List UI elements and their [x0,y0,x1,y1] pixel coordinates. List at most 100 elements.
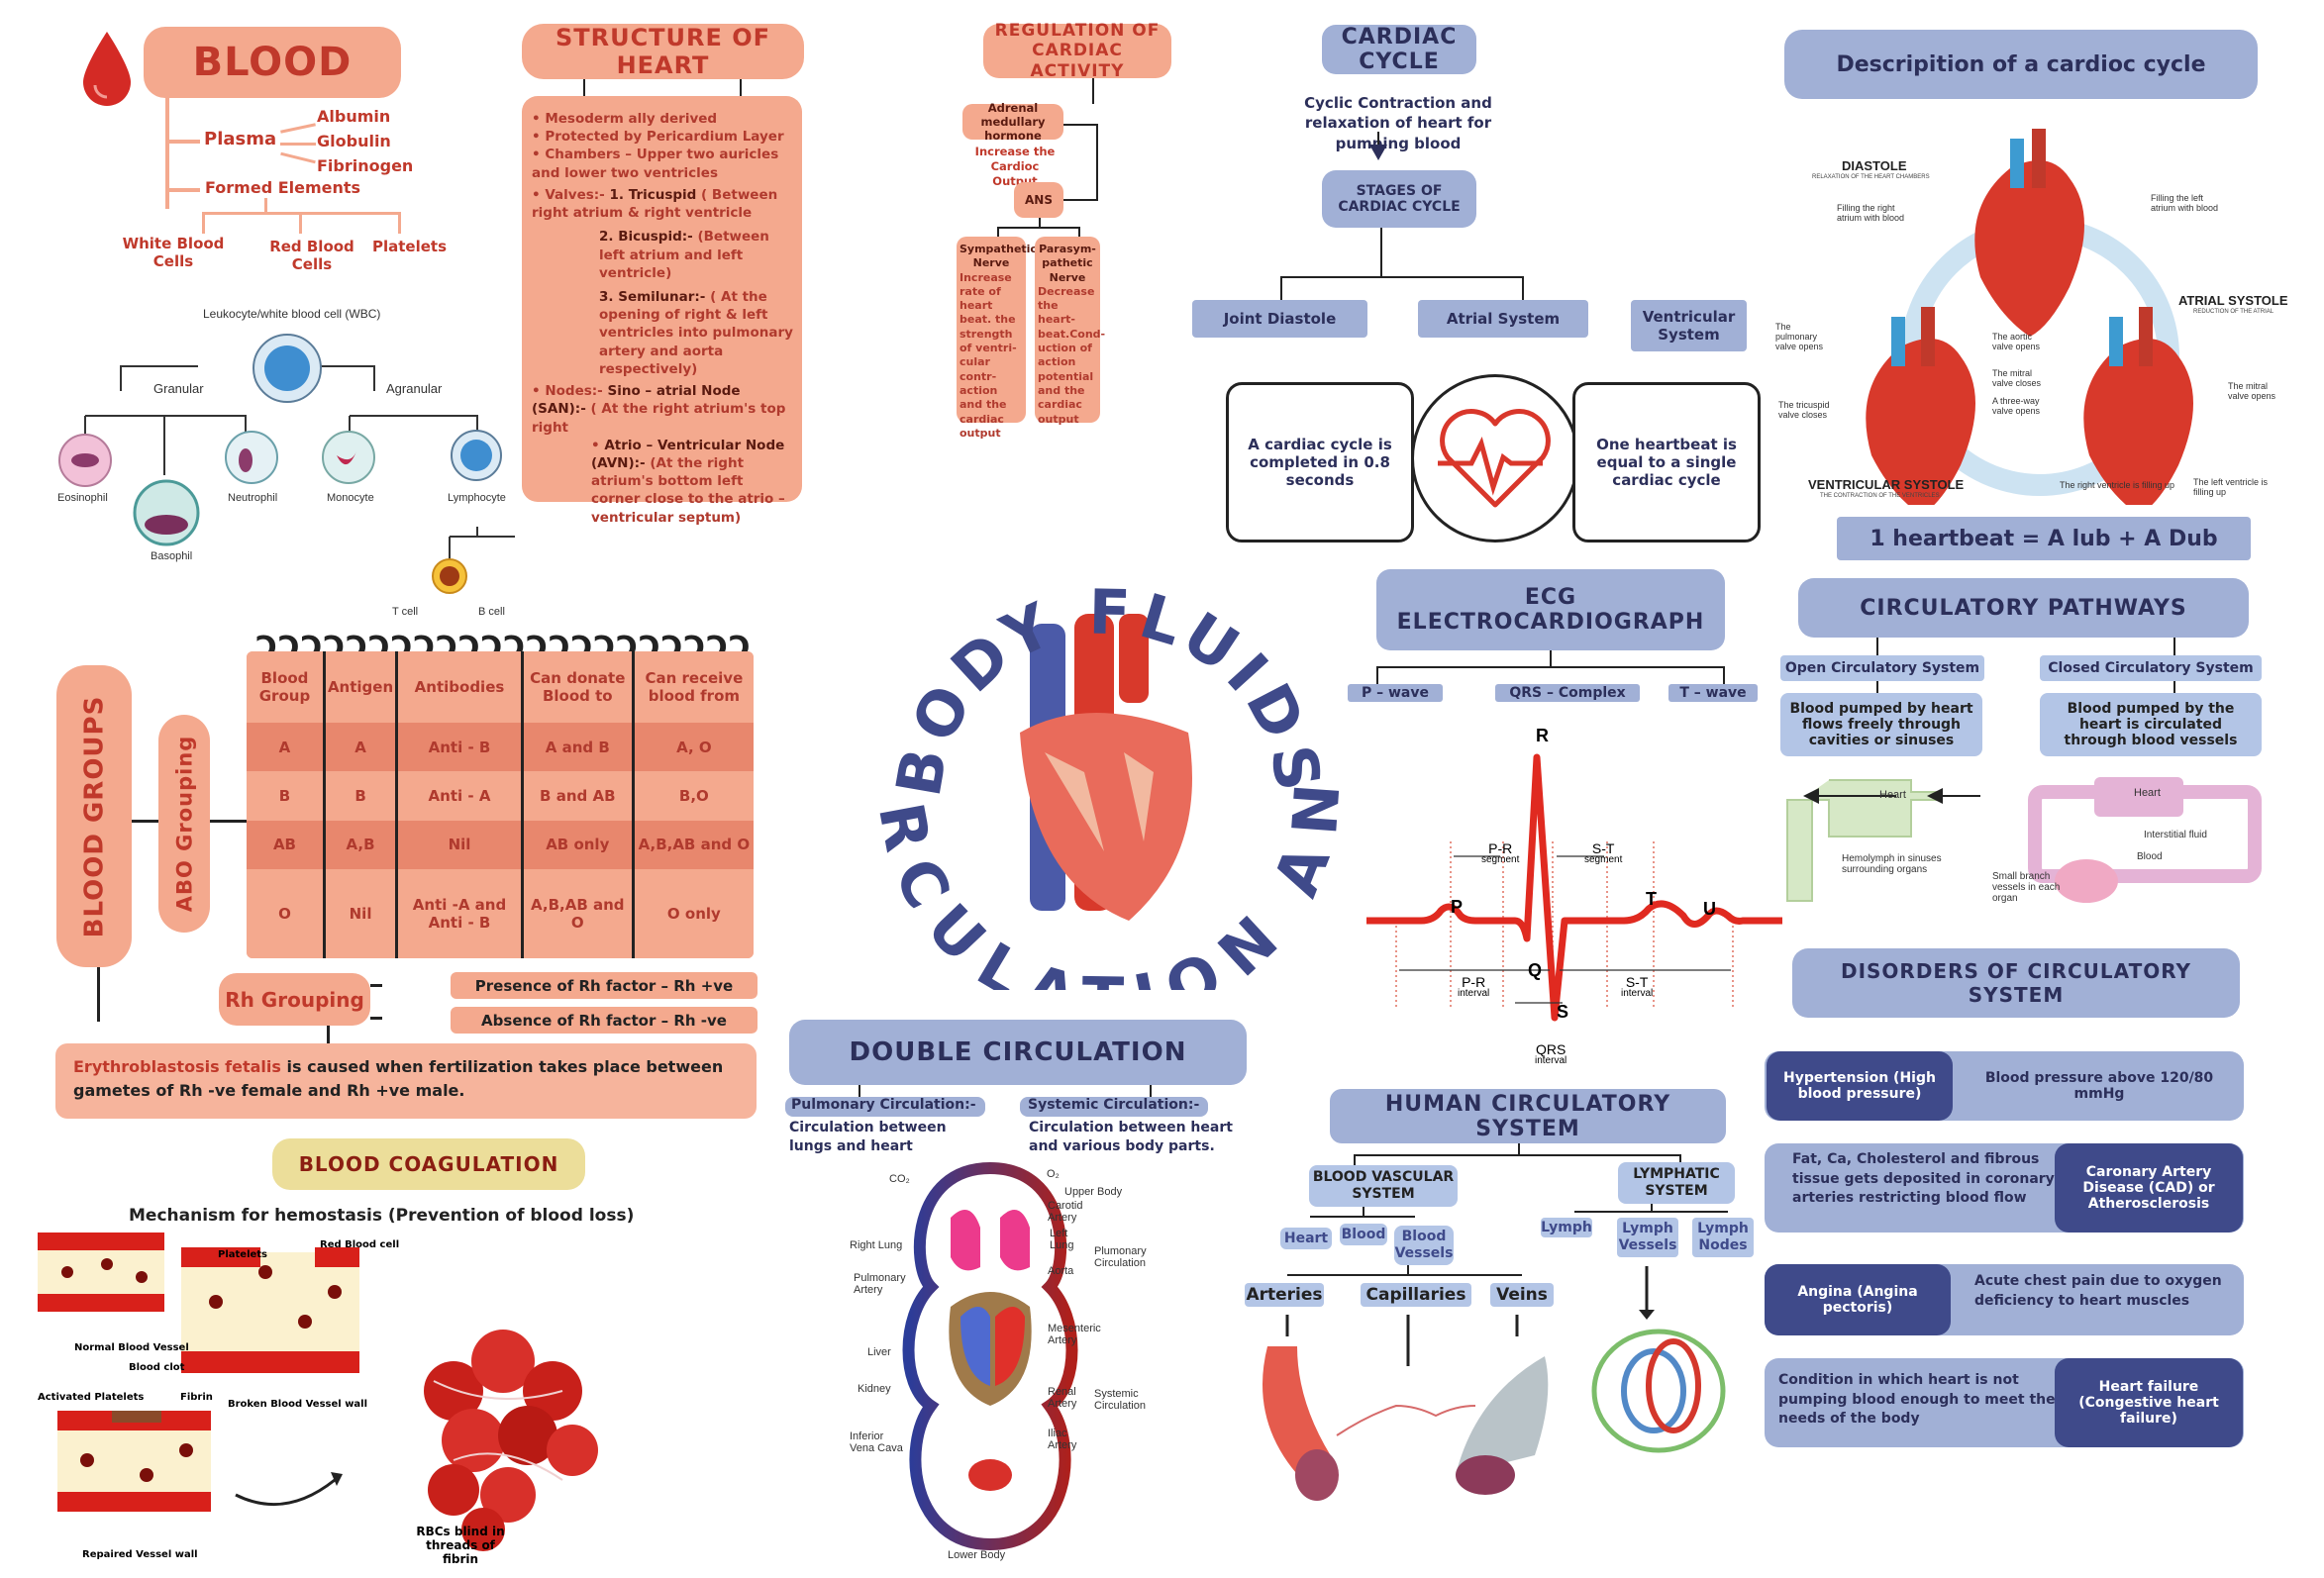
blood-clot-icon [424,1330,598,1551]
pathways-title: CIRCULATORY PATHWAYS [1860,595,2187,621]
stages-title-box: STAGES OF CARDIAC CYCLE [1322,170,1476,228]
rh-negative: Absence of Rh factor – Rh -ve [451,1007,758,1034]
arrow-down-icon [1369,145,1387,160]
ecg-title: ECG [1524,585,1577,610]
fact-right-box: One heartbeat is equal to a single cardi… [1572,382,1761,542]
cardiac-cycle-definition: Cyclic Contraction and relaxation of hea… [1304,94,1492,152]
systemic-title: Systemic Circulation:- [1020,1097,1208,1117]
disorder-name: Angina (Angina pectoris) [1765,1264,1951,1335]
lymphocyte-label: Lymphocyte [448,492,506,504]
heart-circle [1411,374,1579,542]
basophil-icon [133,479,200,546]
coagulation-title-box: BLOOD COAGULATION [272,1138,585,1190]
description-title-box: Descripition of a cardioc cycle [1784,30,2258,99]
heartbeat-icon [1438,409,1551,508]
heart-ventricular-systole-icon [1866,307,1975,505]
neutrophil-label: Neutrophil [228,492,278,504]
valve-bicuspid: 2. Bicuspid:- (Between left atrium and l… [599,229,769,281]
blood-vascular-system: BLOOD VASCULAR SYSTEM [1309,1165,1458,1207]
disorder-desc: Fat, Ca, Cholesterol and fibrous tissue … [1792,1151,2055,1207]
description-title: Descripition of a cardioc cycle [1836,51,2206,77]
blood-title: BLOOD [192,40,353,85]
fact-left-box: A cardiac cycle is completed in 0.8 seco… [1226,382,1414,542]
regulation-title-box: REGULATION OF CARDIAC ACTIVITY [983,20,1171,81]
table-row: A A Anti - B A and B A, O [247,723,754,772]
erythroblastosis-term: Erythroblastosis fetalis [73,1057,281,1076]
t-wave-label: T – wave [1668,684,1758,702]
structure-title: STRUCTURE OF HEART [555,24,771,79]
disorder-name: Heart failure (Congestive heart failure) [2055,1358,2243,1447]
table-row: O Nil Anti -A and Anti - B A,B,AB and O … [247,869,754,958]
blood-group-table: Blood Group Antigen Antibodies Can donat… [247,651,754,958]
ecg-waveform [1366,753,1782,1022]
ecg-peak-u: U [1703,899,1716,919]
rh-positive: Presence of Rh factor – Rh +ve [451,972,758,999]
pathways-title-box: CIRCULATORY PATHWAYS [1798,578,2249,638]
phase-diastole: DIASTOLE [1842,158,1907,173]
double-circulation-title: DOUBLE CIRCULATION [849,1037,1187,1067]
erythroblastosis-text: is caused when fertilization takes place… [73,1057,724,1100]
disorders-title: DISORDERS OF CIRCULATORY SYSTEM [1840,959,2192,1007]
capillaries-icon [1336,1404,1476,1436]
p-wave-label: P – wave [1348,684,1443,702]
ecg-peak-s: S [1557,1002,1569,1022]
stages-title: STAGES OF CARDIAC CYCLE [1338,183,1461,215]
ecg-trace [1366,753,1782,1022]
valve-semilunar: 3. Semilunar:- ( At the opening of right… [599,288,793,377]
closed-system-diagram [2028,777,2262,903]
ecg-peak-r: R [1536,726,1549,745]
vessel-veins: Veins [1490,1283,1554,1307]
coagulation-title: BLOOD COAGULATION [298,1152,559,1176]
ecg-title-box: ECG ELECTROCARDIOGRAPH [1376,569,1725,650]
agranular-label: Agranular [386,381,443,396]
cardiac-cycle-title: CARDIAC CYCLE [1341,25,1458,74]
formed-elements-label: Formed Elements [205,178,361,197]
bvs-blood: Blood [1340,1224,1387,1245]
disorder-desc: Blood pressure above 120/80 mmHg [1984,1070,2214,1102]
hemolymph-label: Hemolymph in sinuses surrounding organs [1842,853,1942,875]
double-circulation-diagram [902,1161,1078,1551]
point-mesoderm: • Mesoderm ally derived [532,111,718,127]
heartbeat-equation: 1 heartbeat = A lub + A Dub [1869,526,2218,551]
anatomical-heart-icon [1020,614,1192,921]
platelets-label: Platelets [372,238,448,255]
broken-vessel-icon [181,1247,359,1373]
wbc-diagram-title: Leukocyte/white blood cell (WBC) [203,307,381,321]
coagulation-subtitle: Mechanism for hemostasis (Prevention of … [129,1206,635,1226]
lymphatic-system: LYMPHATIC SYSTEM [1618,1162,1735,1204]
disorder-desc: Acute chest pain due to oxygen deficienc… [1974,1273,2222,1309]
blood-group-table-wrapper: Blood Group Antigen Antibodies Can donat… [247,651,754,958]
t-cell-label: T cell [392,606,419,618]
heart-diastole-icon [1974,129,2084,337]
rbc-fibrin-label: RBCs blind in threads of fibrin [416,1525,505,1566]
phase-ventricular-systole: VENTRICULAR SYSTOLE [1808,477,1965,492]
double-circulation-title-box: DOUBLE CIRCULATION [789,1020,1247,1085]
structure-title-box: STRUCTURE OF HEART [522,24,804,79]
vessel-arteries: Arteries [1245,1283,1324,1307]
wbc-diagram [58,334,515,594]
b-cell-label: B cell [478,606,505,618]
disorder-name: Caronary Artery Disease (CAD) or Atheros… [2055,1143,2243,1233]
table-header-row: Blood Group Antigen Antibodies Can donat… [247,651,754,723]
regulation-title: REGULATION OF CARDIAC ACTIVITY [994,20,1161,81]
vein-icon [1456,1356,1549,1475]
human-circulatory-title: HUMAN CIRCULATORY SYSTEM [1384,1091,1671,1141]
monocyte-icon [322,431,375,484]
plasma-fibrinogen: Fibrinogen [317,156,414,175]
parasympathetic-box: Parasym-pathetic Nerve Decrease the hear… [1035,237,1105,426]
closed-system-title: Closed Circulatory System [2040,655,2262,681]
plasma-globulin: Globulin [317,132,391,150]
granular-label: Granular [153,381,204,396]
table-row: AB A,B Nil AB only A,B,AB and O [247,820,754,870]
structure-content: • Mesoderm ally derived • Protected by P… [522,96,802,526]
eosinophil-label: Eosinophil [57,492,108,504]
lymph: Lymph [1541,1218,1592,1237]
pulmonary-desc: Circulation between lungs and heart [789,1120,947,1154]
cardiac-cycle-illustration [1866,129,2193,505]
monocyte-label: Monocyte [327,492,374,504]
repaired-vessel-icon [57,1411,211,1512]
valves-block: • Valves:- 1. Tricuspid ( Between right … [532,186,778,222]
phase-atrial-systole: ATRIAL SYSTOLE [2178,293,2288,308]
